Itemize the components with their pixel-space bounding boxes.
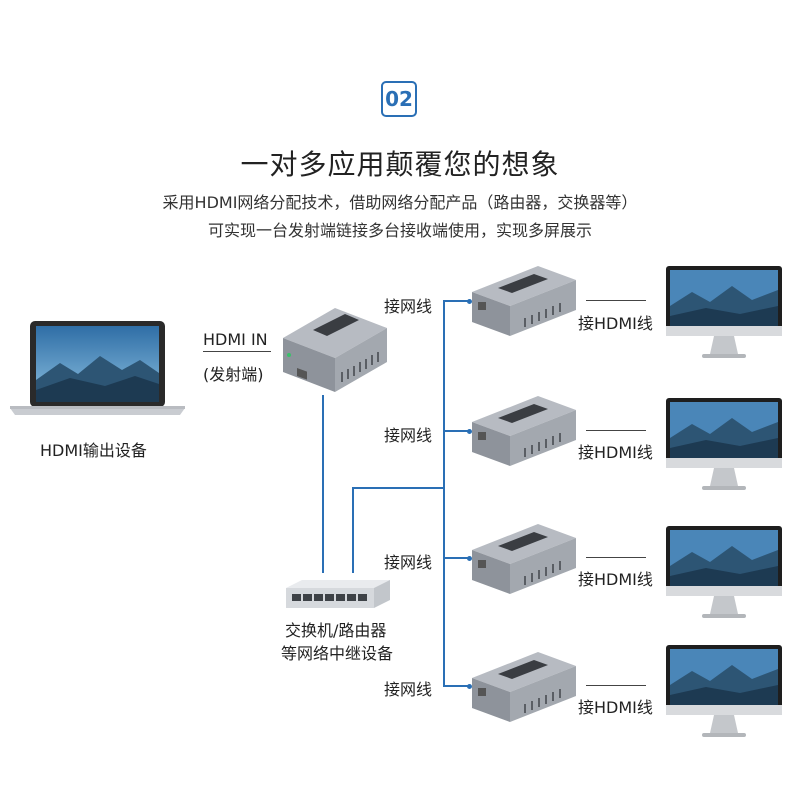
cable-trunk [443,300,445,686]
source-label: HDMI输出设备 [40,437,147,461]
switch-label-line-2: 等网络中继设备 [281,640,393,664]
cable-switch-uplink [352,487,354,573]
step-badge: 02 [381,81,417,117]
receiver-cable-label: 接网线 [384,422,432,446]
transmitter-divider [203,351,271,352]
receiver-device-image [468,392,580,470]
cable-to-receiver [443,430,469,432]
monitor-image [666,526,782,620]
receiver-cable-label: 接网线 [384,549,432,573]
receiver-cable-label: 接网线 [384,676,432,700]
cable-to-receiver [443,557,469,559]
hdmi-cable-line [586,685,646,686]
transmitter-label-hdmi-in: HDMI IN [203,330,268,349]
switch-label-line-1: 交换机/路由器 [285,617,386,641]
receiver-hdmi-label: 接HDMI线 [578,566,653,590]
cable-switch-to-trunk [352,487,444,489]
transmitter-device-image [275,300,395,395]
cable-to-receiver [443,300,469,302]
cable-to-receiver [443,685,469,687]
hdmi-cable-line [586,557,646,558]
receiver-hdmi-label: 接HDMI线 [578,694,653,718]
monitor-image [666,398,782,492]
switch-device-image [282,578,394,612]
transmitter-label-role: (发射端) [203,361,264,385]
hdmi-cable-line [586,430,646,431]
receiver-cable-label: 接网线 [384,293,432,317]
receiver-hdmi-label: 接HDMI线 [578,310,653,334]
subtitle-line-2: 可实现一台发射端链接多台接收端使用，实现多屏展示 [0,217,800,241]
cable-transmitter-to-switch [322,395,324,573]
subtitle-line-1: 采用HDMI网络分配技术，借助网络分配产品（路由器，交换器等） [0,189,800,213]
monitor-image [666,266,782,360]
receiver-device-image [468,648,580,726]
receiver-device-image [468,262,580,340]
monitor-image [666,645,782,739]
page-title: 一对多应用颠覆您的想象 [0,143,800,183]
receiver-hdmi-label: 接HDMI线 [578,439,653,463]
receiver-device-image [468,520,580,598]
laptop-source-image [10,318,185,418]
hdmi-cable-line [586,300,646,301]
